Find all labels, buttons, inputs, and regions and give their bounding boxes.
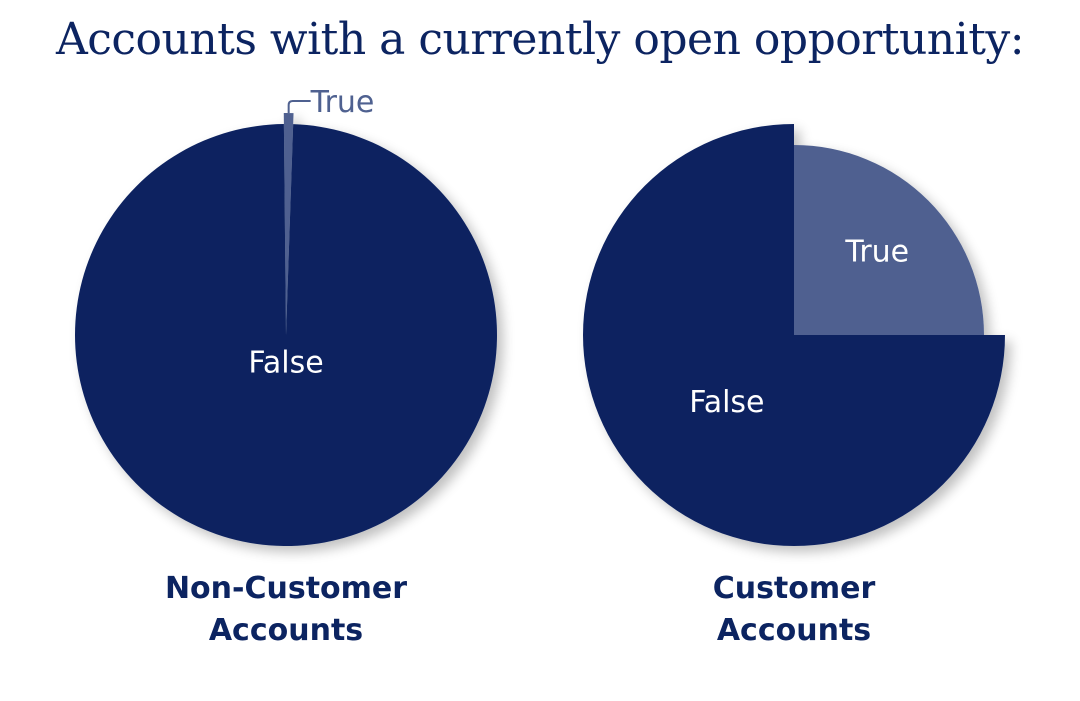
slice-label-false: False bbox=[248, 345, 323, 380]
caption-line: Non-Customer bbox=[164, 571, 408, 606]
slice-label-false: False bbox=[689, 385, 764, 420]
caption-line: Accounts bbox=[208, 613, 364, 648]
pie-slice-true bbox=[794, 145, 984, 335]
pie-slice-true bbox=[283, 113, 294, 335]
caption-line: Customer bbox=[712, 571, 876, 606]
leader-line bbox=[287, 100, 311, 114]
pie-slice-false bbox=[583, 124, 1005, 546]
chart-title: Accounts with a currently open opportuni… bbox=[55, 14, 1025, 65]
caption-line: Accounts bbox=[716, 613, 872, 648]
pie-slice-false bbox=[74, 124, 497, 546]
pie-0 bbox=[74, 113, 497, 546]
pie-1 bbox=[583, 124, 1005, 546]
caption-customer: Customer Accounts bbox=[594, 568, 994, 652]
slice-label-true: True bbox=[844, 235, 909, 270]
slice-label-true: True bbox=[310, 85, 375, 120]
caption-non-customer: Non-Customer Accounts bbox=[86, 568, 486, 652]
